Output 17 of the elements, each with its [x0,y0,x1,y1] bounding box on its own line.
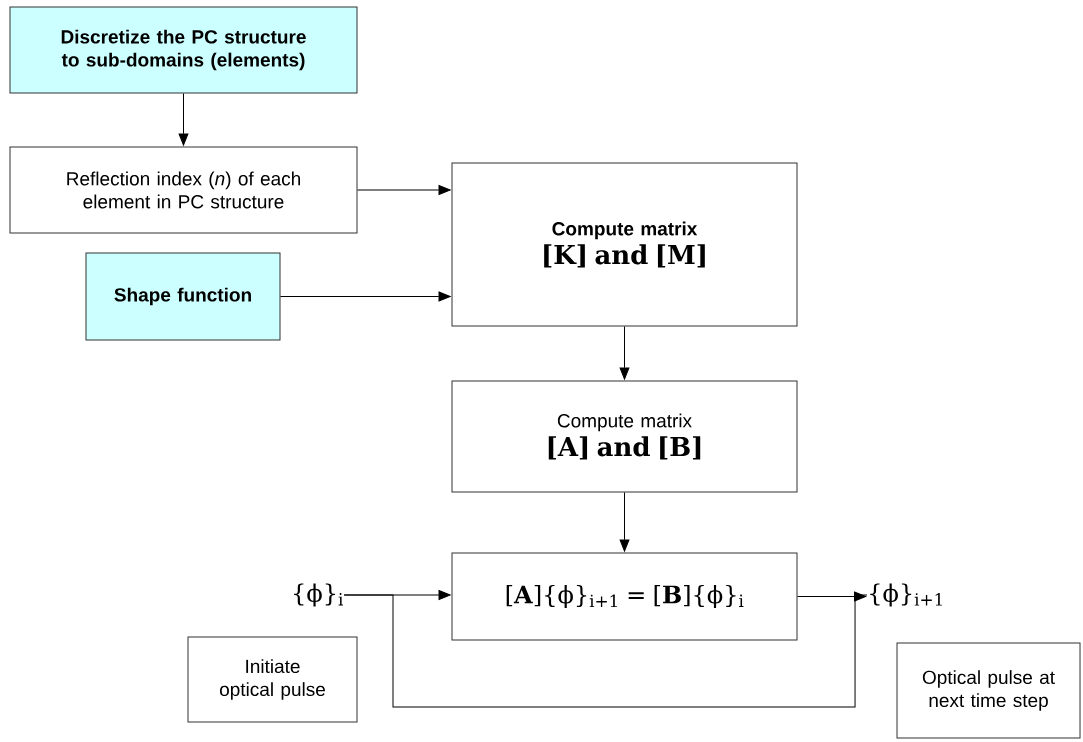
process-box: Compute matrix [A] and [B] [451,380,798,493]
process-box: Reflection index (n) of each element in PC structure [9,146,358,234]
arrow [178,93,189,146]
process-box: Shape function [85,252,281,341]
process-box: Discretize the PC structure to sub-domains (elements) [9,6,358,94]
arrow [357,185,451,195]
arrow [619,492,630,552]
process-box: Optical pulse at next time step [896,642,1081,739]
arrow [797,591,867,602]
process-box: Compute matrix [K] and [M] [451,162,798,327]
feedback-line [343,594,868,708]
process-box: Initiate optical pulse [187,636,358,723]
arrow [280,291,451,302]
arrow [619,326,630,380]
vector-label: {ϕ}$_{i}$ [294,583,343,607]
equation-box: [A]{ϕ}$_{i+1}$ = [B]{ϕ}$_{i}$ [451,552,798,641]
vector-label: {ϕ}$_{i+1}$ [870,583,942,607]
